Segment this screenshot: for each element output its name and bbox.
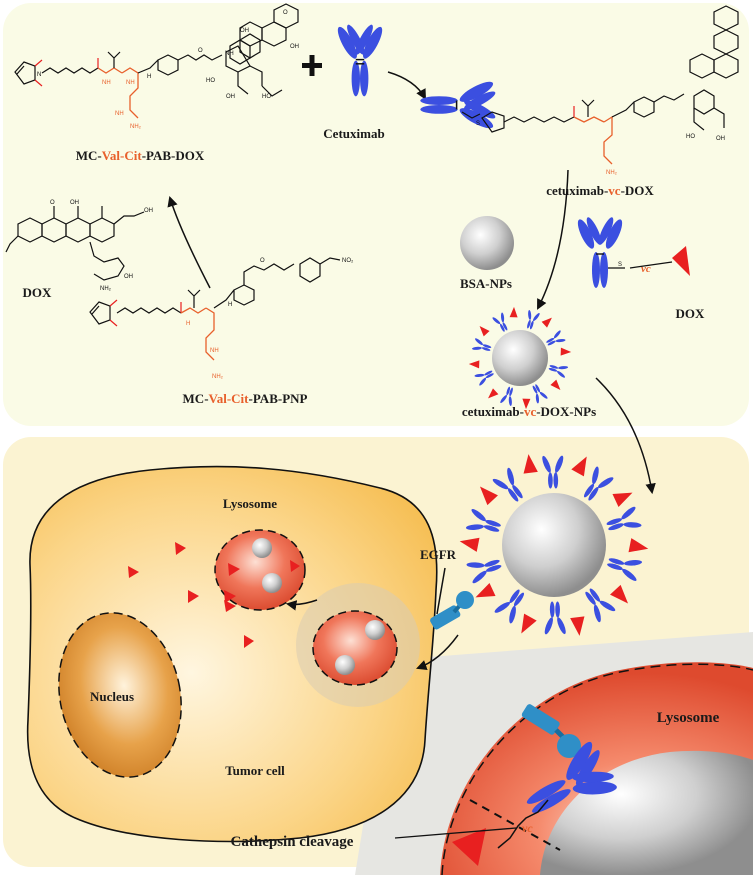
atom-nh: NH: [115, 111, 124, 117]
atom-nh: NH: [210, 348, 219, 354]
loading-arrow: [537, 169, 569, 310]
atom-oh: OH: [144, 208, 153, 214]
internalization-arrow: [416, 634, 459, 671]
label-tumor-cell: Tumor cell: [225, 763, 285, 778]
endosome-vesicle: [312, 610, 398, 686]
atom-nh: NH: [225, 51, 234, 57]
atom-oh: OH: [716, 136, 725, 142]
label-cetuximab-vc-dox-nps: cetuximab-vc-DOX-NPs: [462, 404, 596, 419]
dox-triangle-zoom-icon: [452, 828, 486, 866]
label-lysosome-zoom: Lysosome: [657, 710, 720, 726]
atom-oh: OH: [226, 94, 235, 100]
lysosome-contents: [224, 538, 300, 603]
atom-oh: OH: [70, 200, 79, 206]
label-dox-left: DOX: [23, 285, 53, 300]
atom-no2: NO₂: [342, 258, 354, 264]
cleavable-linker-zoom: vc: [394, 799, 561, 866]
label-nucleus: Nucleus: [90, 689, 134, 704]
label-dox-right: DOX: [676, 306, 706, 321]
atom-o: O: [283, 10, 288, 16]
plus-icon: [302, 55, 322, 76]
atom-nh2: NH₂: [212, 374, 224, 380]
atom-ho: HO: [206, 78, 215, 84]
atom-nh2: NH₂: [606, 170, 618, 176]
atom-ho: HO: [686, 134, 695, 140]
vc-tag-zoom: vc: [522, 821, 533, 835]
atom-nh: NH: [126, 80, 135, 86]
cetuximab-vc-dox-np-large: [458, 453, 650, 637]
label-cathepsin-cleavage: Cathepsin cleavage: [231, 834, 354, 850]
antibody-zoom: [526, 741, 617, 813]
atom-o: O: [198, 48, 203, 54]
antibody-vc-dox-icon: S vc: [577, 217, 690, 288]
label-egfr: EGFR: [420, 547, 457, 562]
atom-nh2: NH₂: [130, 124, 142, 130]
atom-o: O: [50, 200, 55, 206]
atom-o: O: [260, 258, 265, 264]
atom-oh: OH: [124, 274, 133, 280]
conjugation-arrow: [387, 71, 427, 100]
cetuximab-antibody: [337, 24, 383, 97]
atom-s: S: [476, 121, 480, 127]
nucleus: [58, 612, 182, 778]
atom-oh: OH: [290, 44, 299, 50]
atom-nh2: NH₂: [100, 286, 112, 292]
atom-h: H: [228, 302, 232, 308]
dox-triangle-icon: [672, 246, 690, 276]
atom-n: N: [37, 72, 41, 78]
label-bsa-nps: BSA-NPs: [460, 276, 512, 291]
synthesis-panel: [3, 3, 749, 426]
np-in-vesicle: [365, 620, 385, 640]
trafficking-arrow: [285, 599, 318, 611]
cetuximab-vc-dox-structure: S NH₂ OH HO: [420, 5, 739, 176]
atom-s: S: [618, 262, 622, 268]
atom-h: H: [186, 321, 190, 327]
label-cetuximab: Cetuximab: [323, 126, 384, 141]
targeting-arrow: [595, 377, 656, 495]
synthesis-arrow: [167, 195, 211, 289]
atom-h: H: [147, 74, 151, 80]
atom-ho: HO: [262, 94, 271, 100]
vc-tag: vc: [641, 263, 651, 275]
free-dox-triangles: [128, 542, 254, 648]
bsa-np-sphere: [460, 216, 514, 270]
label-lysosome: Lysosome: [223, 496, 277, 511]
np-in-vesicle: [335, 655, 355, 675]
label-mc-val-cit-pab-dox: MC-Val-Cit-PAB-DOX: [76, 148, 205, 163]
egfr-receptor-zoom: [521, 704, 581, 758]
atom-oh: OH: [240, 28, 249, 34]
lysosome: [214, 529, 306, 611]
egfr-receptor: [430, 567, 474, 630]
label-mc-val-cit-pab-pnp: MC-Val-Cit-PAB-PNP: [183, 391, 308, 406]
cetuximab-vc-dox-np: [468, 306, 572, 410]
mc-val-cit-pab-dox-structure: N NH NH NH₂ NH H O NH OH HO HO OH OH O: [14, 3, 299, 130]
atom-nh: NH: [102, 80, 111, 86]
mc-val-cit-pab-pnp-structure: H NH₂ NH H O NO₂: [89, 257, 354, 380]
dox-structure: O OH OH OH NH₂: [5, 200, 153, 292]
label-cetuximab-vc-dox: cetuximab-vc-DOX: [546, 183, 654, 198]
